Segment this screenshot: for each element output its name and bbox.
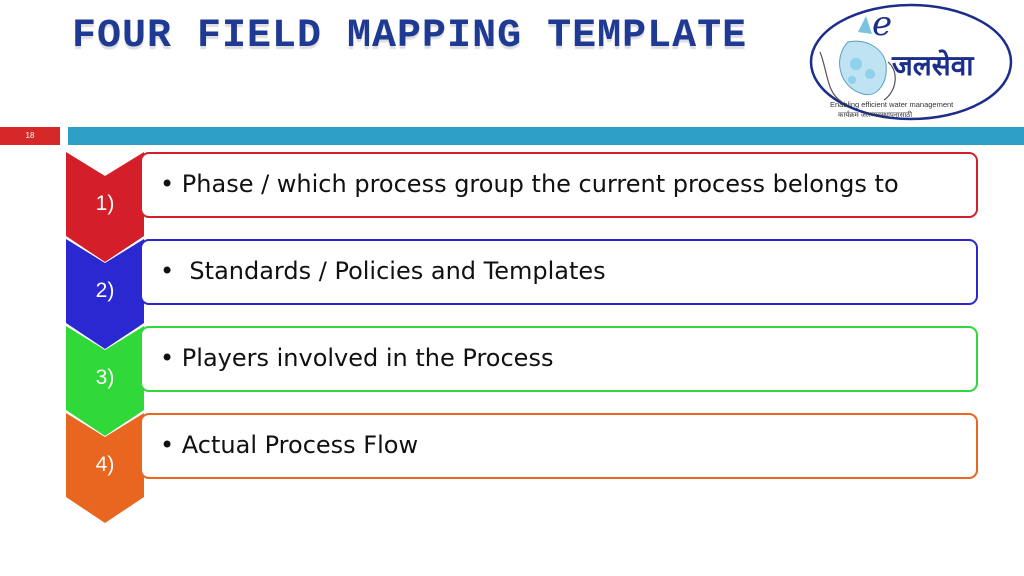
logo-wordmark: जलसेवा bbox=[892, 49, 974, 82]
item-text: • Players involved in the Process bbox=[160, 344, 553, 372]
slide-title: FOUR FIELD MAPPING TEMPLATE bbox=[72, 14, 748, 59]
process-item: 1) • Phase / which process group the curr… bbox=[0, 152, 1024, 262]
item-number: 3) bbox=[95, 366, 115, 389]
logo-letter: e bbox=[872, 4, 893, 44]
bullet-dot-icon: • bbox=[160, 170, 182, 198]
item-box: • Standards / Policies and Templates bbox=[140, 239, 978, 305]
jalseva-logo: e जलसेवा Enabling efficient water manage… bbox=[808, 2, 1014, 122]
item-number: 2) bbox=[95, 279, 115, 302]
item-number: 1) bbox=[95, 192, 115, 215]
item-label: Standards / Policies and Templates bbox=[181, 257, 606, 285]
process-item: 3) • Players involved in the Process bbox=[0, 326, 1024, 436]
item-text: • Actual Process Flow bbox=[160, 431, 418, 459]
chevron-shape bbox=[66, 152, 144, 262]
item-text: • Phase / which process group the curren… bbox=[160, 170, 899, 198]
bullet-dot-icon: • bbox=[160, 344, 182, 372]
bullet-dot-icon: • bbox=[160, 431, 182, 459]
item-box: • Actual Process Flow bbox=[140, 413, 978, 479]
chevron-shape bbox=[66, 239, 144, 349]
item-label: Actual Process Flow bbox=[181, 431, 419, 459]
item-text: • Standards / Policies and Templates bbox=[160, 257, 606, 285]
logo-emblem-icon bbox=[809, 3, 1013, 121]
process-item: 2) • Standards / Policies and Templates bbox=[0, 239, 1024, 349]
item-label: Phase / which process group the current … bbox=[181, 170, 899, 198]
logo-tagline: Enabling efficient water management bbox=[830, 100, 954, 109]
item-box: • Phase / which process group the curren… bbox=[140, 152, 978, 218]
logo-tagline-marathi: कार्यक्रम जलव्यवस्थापनासाठी bbox=[838, 112, 913, 119]
item-box: • Players involved in the Process bbox=[140, 326, 978, 392]
bullet-dot-icon: • bbox=[160, 257, 182, 285]
item-number: 4) bbox=[95, 453, 115, 476]
process-item: 4) • Actual Process Flow bbox=[0, 413, 1024, 523]
item-label: Players involved in the Process bbox=[181, 344, 554, 372]
chevron-shape bbox=[66, 413, 144, 523]
header-bar bbox=[68, 127, 1024, 145]
chevron-shape bbox=[66, 326, 144, 436]
slide-number: 18 bbox=[0, 127, 60, 145]
